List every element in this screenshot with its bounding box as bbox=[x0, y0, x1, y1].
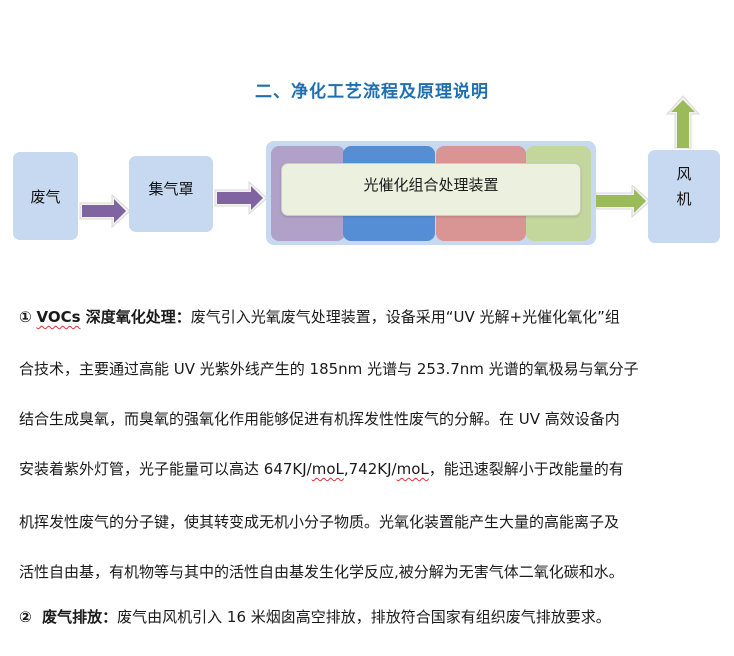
waste-gas-box: 废气 bbox=[13, 152, 78, 240]
paragraph-2: ② 废气排放：废气由风机引入 16 米烟囱高空排放，排放符合国家有组织废气排放要… bbox=[19, 607, 611, 627]
paragraph-text: ,742KJ/ bbox=[343, 460, 397, 478]
section-heading-emission: 废气排放： bbox=[31, 608, 118, 626]
paragraph-1-line-5: 机挥发性废气的分子键，使其转变成无机小分子物质。光氧化装置能产生大量的高能离子及 bbox=[19, 513, 620, 531]
arrow-right-icon bbox=[79, 193, 131, 229]
item-marker-2: ② bbox=[19, 608, 32, 626]
waste-gas-label: 废气 bbox=[30, 187, 61, 206]
paragraph-text: 废气由风机引入 16 米烟囱高空排放，排放符合国家有组织废气排放要求。 bbox=[117, 608, 611, 626]
item-marker-1: ① bbox=[19, 308, 32, 326]
paragraph-1-line-4: 安装着紫外灯管，光子能量可以高达 647KJ/moL,742KJ/moL，能迅速… bbox=[19, 459, 624, 479]
fan-box: 风 机 bbox=[648, 150, 720, 243]
arrow-right-icon bbox=[595, 185, 650, 219]
paragraph-1-line-3: 结合生成臭氧，而臭氧的强氧化作用能够促进有机挥发性性废气的分解。在 UV 高效设… bbox=[19, 410, 620, 428]
arrow-up-icon bbox=[665, 95, 701, 149]
paragraph-1-line-6: 活性自由基，有机物等与其中的活性自由基发生化学反应,被分解为无害气体二氧化碳和水… bbox=[19, 563, 624, 581]
vocs-term: VOCs bbox=[36, 308, 81, 326]
arrow-right-icon bbox=[214, 180, 268, 216]
gas-hood-label: 集气罩 bbox=[148, 180, 194, 198]
section-title: 二、净化工艺流程及原理说明 bbox=[255, 82, 489, 102]
fan-label-line2: 机 bbox=[676, 190, 692, 208]
gas-hood-box: 集气罩 bbox=[129, 156, 213, 232]
unit-mol: moL bbox=[311, 460, 344, 478]
paragraph-text: 废气引入光氧废气处理装置，设备采用“UV 光解+光催化氧化”组 bbox=[190, 308, 620, 326]
section-heading-vocs: 深度氧化处理： bbox=[80, 308, 191, 326]
paragraph-text: 安装着紫外灯管，光子能量可以高达 647KJ/ bbox=[19, 460, 312, 478]
paragraph-1-line-1: ① VOCs 深度氧化处理：废气引入光氧废气处理装置，设备采用“UV 光解+光催… bbox=[19, 307, 620, 327]
paragraph-text: ，能迅速裂解小于改能量的有 bbox=[428, 460, 624, 478]
paragraph-1-line-2: 合技术，主要通过高能 UV 光紫外线产生的 185nm 光谱与 253.7nm … bbox=[19, 360, 639, 378]
fan-label-line1: 风 bbox=[676, 165, 692, 183]
unit-mol: moL bbox=[396, 460, 429, 478]
device-label: 光催化组合处理装置 bbox=[281, 163, 581, 216]
